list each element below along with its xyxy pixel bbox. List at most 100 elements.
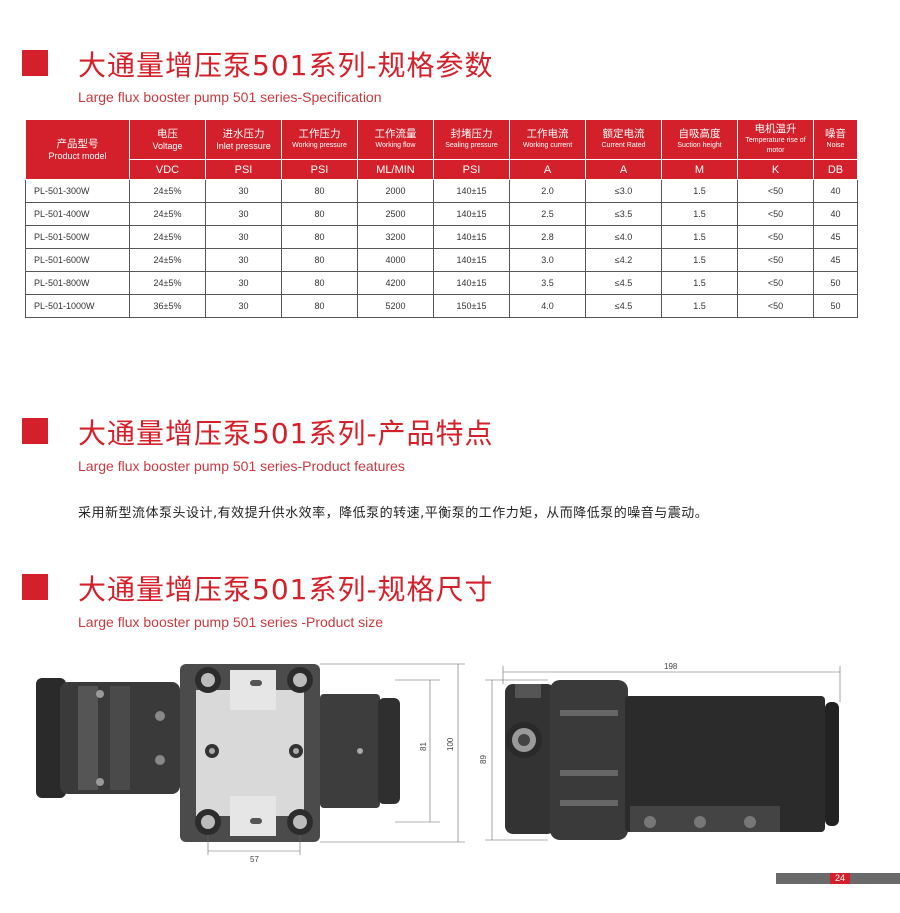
table-cell: 4200 [357,271,434,295]
header-unit: DB [813,159,858,180]
table-cell: 3.5 [509,271,586,295]
header-zh: 工作压力 [298,128,341,140]
table-cell: 24±5% [129,225,206,249]
header-unit: K [737,159,814,180]
header-en: Voltage [152,141,183,151]
table-cell: 36±5% [129,294,206,318]
table-cell: <50 [737,225,814,249]
table-cell: ≤4.0 [585,225,662,249]
table-cell: 40 [813,179,858,203]
table-cell: <50 [737,294,814,318]
section-marker-size [22,574,48,600]
table-cell: <50 [737,202,814,226]
table-cell: 2500 [357,202,434,226]
table-cell: 5200 [357,294,434,318]
table-cell: 40 [813,202,858,226]
table-cell: 2.8 [509,225,586,249]
header-zh: 进水压力 [222,128,265,140]
header-en: Working flow [375,142,416,149]
header-cell: 工作电流 Working current [509,119,586,160]
table-cell: 30 [205,225,282,249]
header-unit: VDC [129,159,206,180]
table-cell: <50 [737,271,814,295]
table-cell: 1.5 [661,225,738,249]
section-title-spec: 大通量增压泵501系列-规格参数 [78,49,494,82]
table-cell: ≤3.5 [585,202,662,226]
header-en: Noise [826,142,845,149]
dim-198: 198 [664,662,678,671]
section-title-size: 大通量增压泵501系列-规格尺寸 [78,573,494,606]
table-cell: 30 [205,202,282,226]
table-cell: 24±5% [129,248,206,272]
dim-89: 89 [479,755,488,764]
header-zh: 工作电流 [526,128,569,140]
table-cell: ≤4.5 [585,271,662,295]
header-cell: 工作流量 Working flow [357,119,434,160]
header-zh: 电压 [157,128,178,140]
header-unit: PSI [433,159,510,180]
dim-81: 81 [419,742,428,751]
product-size-drawing: 57 81 100 198 89 [36,662,841,864]
header-unit: A [585,159,662,180]
table-cell: 140±15 [433,248,510,272]
table-cell: 1.5 [661,294,738,318]
header-unit: PSI [281,159,358,180]
table-cell: 80 [281,294,358,318]
table-cell: 4000 [357,248,434,272]
dim-100: 100 [446,737,455,751]
table-cell: 140±15 [433,225,510,249]
table-cell: 80 [281,248,358,272]
header-zh: 工作流量 [374,128,417,140]
header-en: Inlet pressure [216,141,271,151]
table-cell: 80 [281,179,358,203]
header-unit: PSI [205,159,282,180]
table-cell: 2.5 [509,202,586,226]
table-cell: 1.5 [661,179,738,203]
section-marker-spec [22,50,48,76]
section-subtitle-features: Large flux booster pump 501 series-Produ… [78,458,405,474]
header-zh: 电机温升 [754,123,797,135]
header-en: Current Rated [601,142,646,149]
table-cell: 150±15 [433,294,510,318]
header-zh: 产品型号 [56,138,99,150]
model-cell: PL-501-1000W [25,294,130,318]
table-cell: 24±5% [129,179,206,203]
section-subtitle-size: Large flux booster pump 501 series -Prod… [78,614,384,630]
table-cell: ≤4.2 [585,248,662,272]
features-description: 采用新型流体泵头设计,有效提升供水效率，降低泵的转速,平衡泵的工作力矩，从而降低… [78,506,709,521]
table-cell: 1.5 [661,271,738,295]
table-cell: 1.5 [661,202,738,226]
header-unit: ML/MIN [357,159,434,180]
table-cell: 50 [813,294,858,318]
model-cell: PL-501-600W [25,248,130,272]
header-en: Product model [48,151,107,161]
table-cell: 30 [205,248,282,272]
table-cell: 140±15 [433,179,510,203]
header-en: Suction height [677,142,722,149]
table-cell: ≤4.5 [585,294,662,318]
model-cell: PL-501-400W [25,202,130,226]
table-cell: <50 [737,179,814,203]
header-en: Working current [522,142,573,149]
table-cell: 24±5% [129,202,206,226]
table-cell: 30 [205,294,282,318]
section-title-features: 大通量增压泵501系列-产品特点 [78,417,494,450]
table-cell: 2000 [357,179,434,203]
model-cell: PL-501-500W [25,225,130,249]
table-cell: 30 [205,179,282,203]
table-cell: 80 [281,202,358,226]
table-cell: 45 [813,225,858,249]
